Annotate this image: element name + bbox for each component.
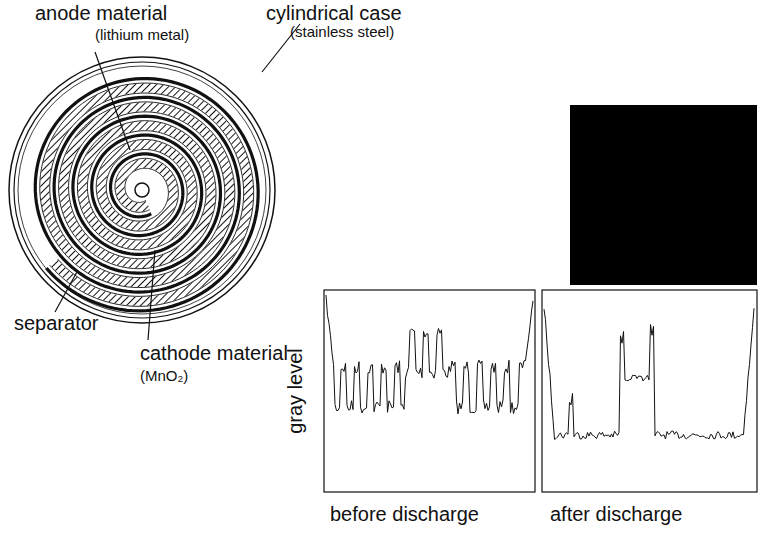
part-label: cathode material: [140, 342, 288, 364]
part-label: anode material: [35, 2, 167, 24]
part-label: (lithium metal): [95, 27, 189, 44]
gray-level-trace: [326, 295, 754, 439]
part-label: before discharge: [330, 503, 479, 525]
anode-layer: [35, 79, 258, 311]
leader-lines: [55, 24, 300, 340]
part-label: separator: [14, 312, 99, 334]
part-label: (stainless steel): [290, 24, 394, 41]
part-label: (MnO₂): [140, 368, 188, 385]
axis-label: gray level: [284, 348, 306, 434]
part-label: after discharge: [550, 503, 682, 525]
part-label: cylindrical case: [266, 2, 402, 24]
battery-cross-section: [9, 57, 275, 323]
plot-frame: [324, 290, 535, 492]
xray-image: [570, 105, 757, 285]
plot-frame: [542, 290, 757, 492]
